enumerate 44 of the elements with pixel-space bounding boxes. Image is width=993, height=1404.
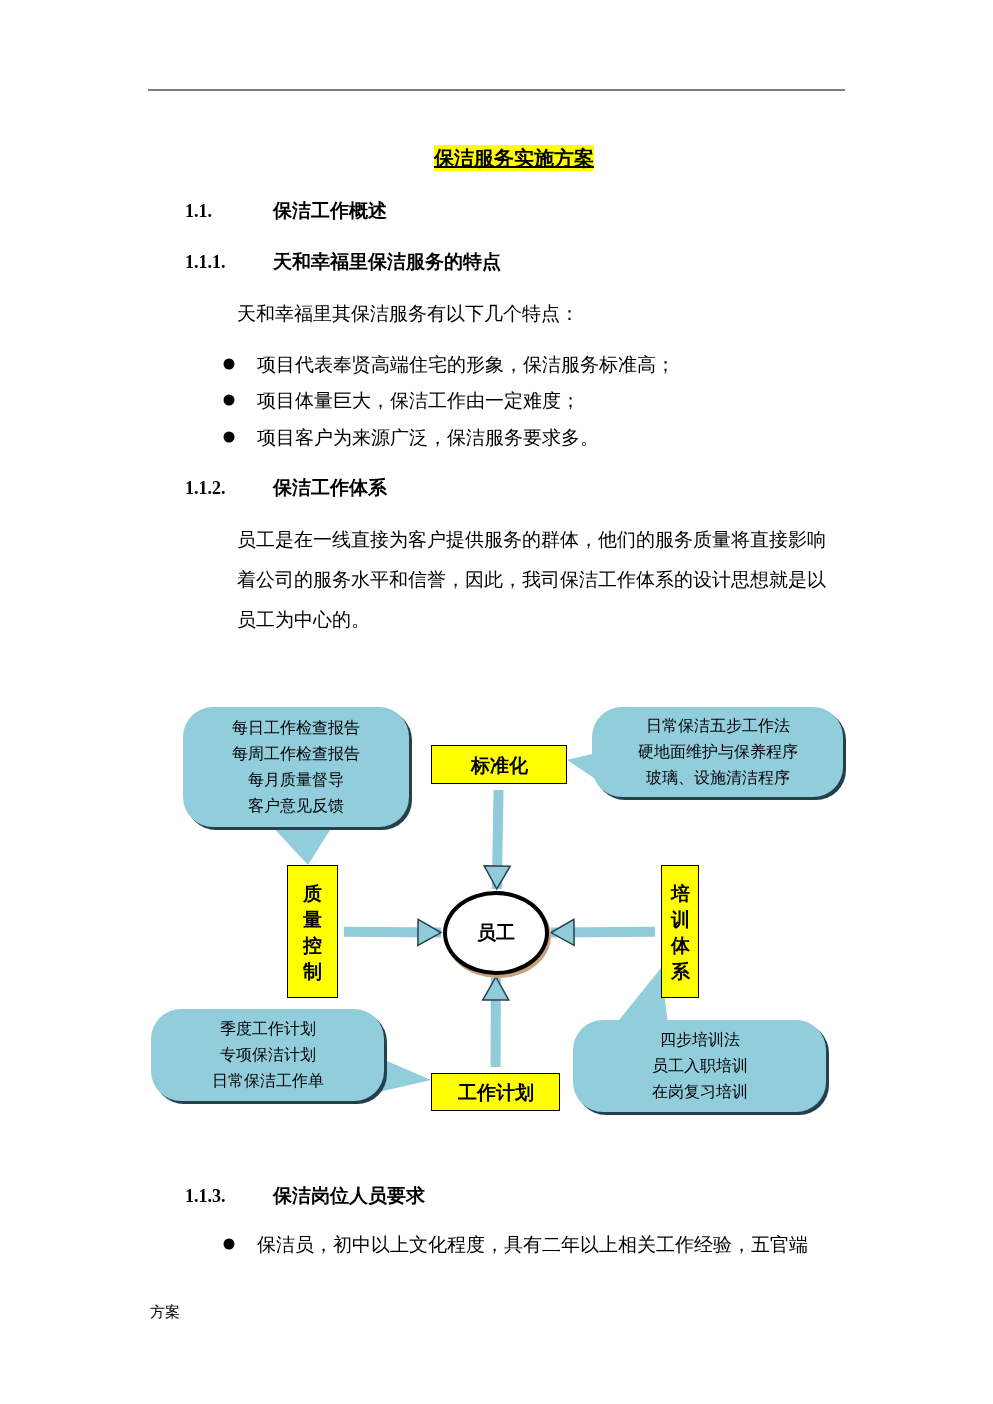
section-heading: 保洁工作概述 [273,198,387,222]
list-item: 客户意见反馈 [248,795,344,817]
list-item: 硬地面维护与保养程序 [637,741,798,763]
list-item: 在岗复习培训 [651,1081,748,1103]
document-title: 保洁服务实施方案 [434,145,594,171]
paragraph: 天和幸福里其保洁服务有以下几个特点： [237,301,579,325]
list-item: 专项保洁计划 [219,1044,316,1066]
list-item: 每日工作检查报告 [232,717,360,739]
list-item: 玻璃、设施清洁程序 [645,767,790,789]
list-item: 每周工作检查报告 [232,743,360,765]
section-heading: 保洁岗位人员要求 [273,1183,425,1207]
bullet-item: 项目体量巨大，保洁工作由一定难度； [257,388,580,412]
list-item: 每月质量督导 [248,769,344,791]
callout-bubble [592,707,843,797]
label-box [431,1073,560,1111]
box-label: 培训体系 [670,880,690,984]
section-number: 1.1.2. [185,477,226,500]
bullet-item: 项目客户为来源广泛，保洁服务要求多。 [257,425,599,449]
block-arrow [483,789,511,890]
bullet-item: 保洁员，初中以上文化程度，具有二年以上相关工作经验，五官端 [257,1232,808,1256]
block-arrow [550,918,656,947]
list-item: 季度工作计划 [219,1018,316,1040]
section-number: 1.1. [185,200,212,223]
box-label: 工作计划 [457,1080,534,1105]
block-arrow [482,976,510,1067]
paragraph: 员工是在一线直接为客户提供服务的群体，他们的服务质量将直接影响着公司的服务水平和信誉，因此，我司保洁工作体系的设计思想就是以员工为中心的。 [237,527,827,632]
footer-text: 方案 [150,1302,180,1323]
list-item: 日常保洁五步工作法 [645,715,790,737]
list-item: 员工入职培训 [651,1055,748,1077]
label-box [431,745,567,784]
circle-label: 员工 [477,920,515,945]
section-number: 1.1.3. [185,1185,226,1208]
callout-bubble [151,1009,384,1101]
block-arrow [343,918,442,947]
section-heading: 保洁工作体系 [273,475,387,499]
list-item: 四步培训法 [659,1029,740,1051]
bullet-item: 项目代表奉贤高端住宅的形象，保洁服务标准高； [257,352,675,376]
box-label: 标准化 [470,752,528,778]
label-box [661,865,699,998]
list-item: 日常保洁工作单 [211,1070,324,1092]
label-box [287,865,338,998]
section-number: 1.1.1. [185,251,226,274]
box-label: 质量控制 [302,880,323,984]
section-heading: 天和幸福里保洁服务的特点 [273,249,501,273]
